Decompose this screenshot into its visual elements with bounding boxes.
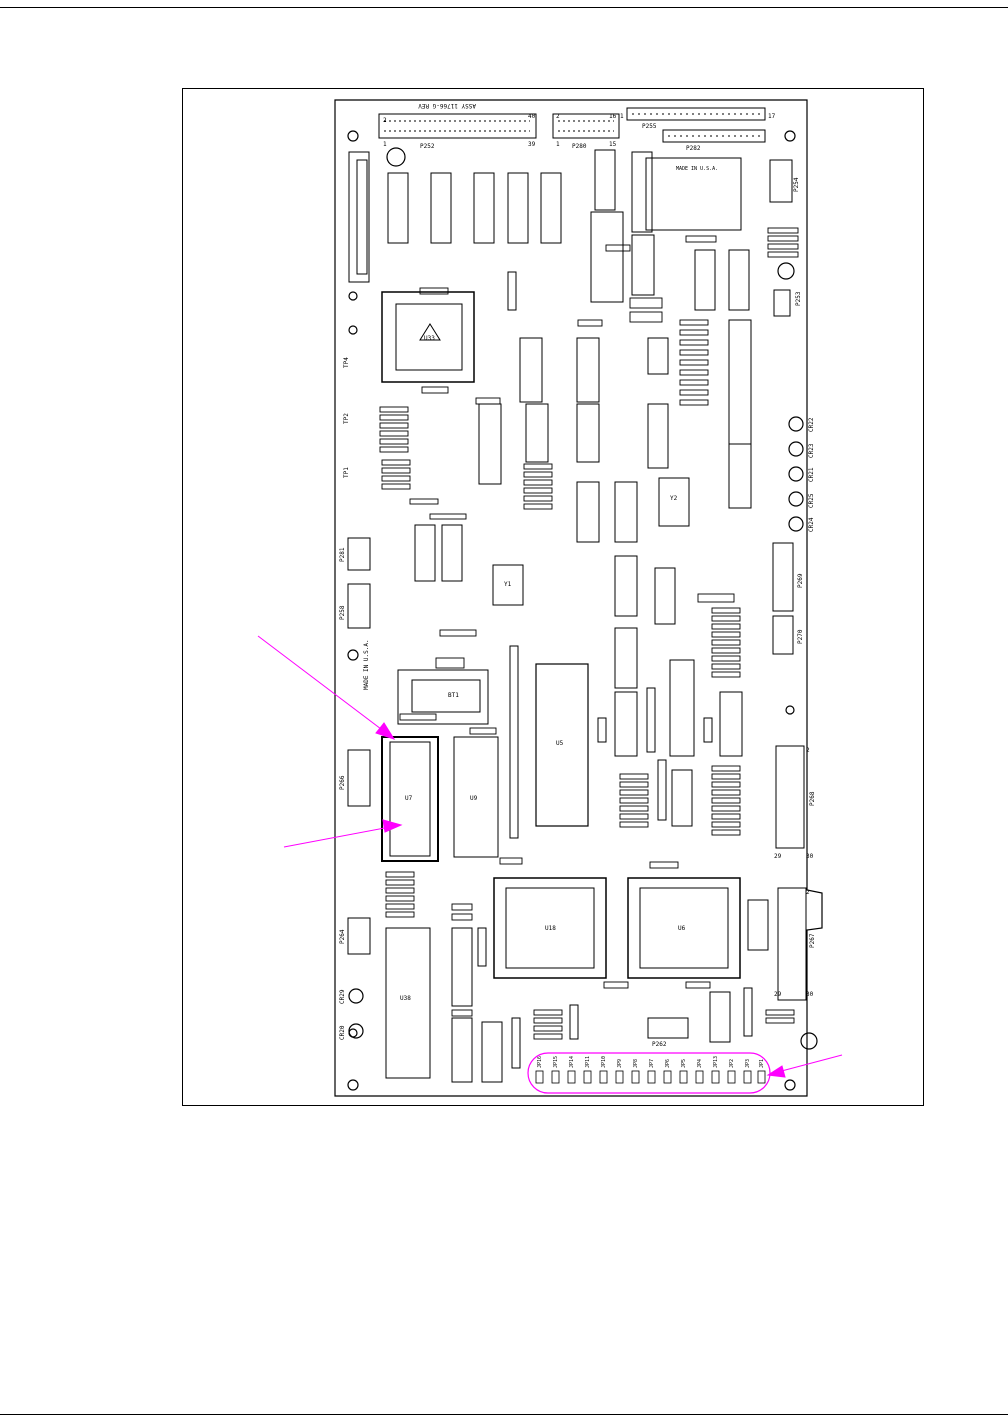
header-pin-rows	[384, 113, 760, 137]
p269-label: P269	[797, 573, 804, 588]
cr23-label: CR23	[808, 443, 815, 458]
p252-pin-40: 40	[528, 113, 536, 120]
p268-pin-2: 2	[806, 747, 810, 754]
p268-label: P268	[809, 791, 816, 806]
u9-label: U9	[470, 795, 478, 802]
cr20-label: CR20	[339, 1025, 346, 1040]
p280-label: P280	[572, 143, 587, 150]
cr24-label: CR24	[808, 517, 815, 532]
jumper-arrow-head	[766, 1065, 786, 1078]
jp3-label: JP3	[745, 1059, 751, 1068]
p267-pin-29: 29	[774, 991, 782, 998]
jp15-label: JP15	[553, 1056, 559, 1068]
dip-chips-bottom	[385, 899, 769, 1083]
u7-top-arrow-head	[375, 722, 396, 740]
jumper-row	[535, 1070, 766, 1084]
dip-chips-middle	[414, 319, 752, 827]
dip-chips-top	[387, 149, 750, 311]
jp5-label: JP5	[681, 1059, 687, 1068]
jp14-label: JP14	[569, 1056, 575, 1068]
jp6-label: JP6	[665, 1059, 671, 1068]
p262-label: P262	[652, 1041, 667, 1048]
p254-label: P254	[793, 177, 800, 192]
tp4-label: TP4	[343, 357, 350, 368]
p266-label: P266	[339, 775, 346, 790]
jp10-label: JP10	[601, 1056, 607, 1068]
p267-label: P267	[809, 933, 816, 948]
crystal-y2-label: Y2	[670, 495, 678, 502]
p255-label: P255	[642, 123, 657, 130]
chip-made-in-label: MADE IN U.S.A.	[676, 166, 718, 172]
u33-label: U33	[424, 335, 435, 342]
p264-label: P264	[339, 929, 346, 944]
p280-pin-1: 1	[556, 141, 560, 148]
p280-pin-2: 2	[556, 113, 560, 120]
p255-pin-17: 17	[768, 113, 776, 120]
vertical-bars	[477, 271, 753, 1069]
left-headers	[347, 537, 689, 1039]
jp11-label: JP11	[585, 1056, 591, 1068]
header-rule	[0, 7, 1008, 8]
tp1-label: TP1	[343, 467, 350, 478]
crystal-y1-label: Y1	[504, 581, 512, 588]
cr22-label: CR22	[808, 417, 815, 432]
p281-label: P281	[339, 547, 346, 562]
p268-pin-30: 30	[806, 853, 814, 860]
p267-pin-2: 2	[806, 889, 810, 896]
p282-label: P282	[686, 145, 701, 152]
jp1-label: JP1	[759, 1059, 765, 1068]
right-headers	[769, 159, 807, 1001]
cr21-label: CR21	[808, 467, 815, 482]
u7-body-arrow-head	[382, 819, 403, 833]
made-in-label: MADE IN U.S.A.	[363, 639, 370, 690]
p270-label: P270	[797, 629, 804, 644]
p253-label: P253	[795, 291, 802, 306]
jumper-highlight-ellipse	[527, 1052, 771, 1094]
jp7-label: JP7	[649, 1059, 655, 1068]
p255-pin-1: 1	[620, 113, 624, 120]
battery-label: BT1	[448, 692, 459, 699]
jp2-label: JP2	[729, 1059, 735, 1068]
u18-label: U18	[545, 925, 556, 932]
jp13-label: JP13	[713, 1056, 719, 1068]
jp4-label: JP4	[697, 1059, 703, 1068]
led-circles	[348, 147, 818, 1050]
u6-label: U6	[678, 925, 686, 932]
jp8-label: JP8	[633, 1059, 639, 1068]
mounting-holes	[347, 130, 796, 1091]
p280-pin-15: 15	[609, 141, 617, 148]
p267-pin-30: 30	[806, 991, 814, 998]
p268-pin-29: 29	[774, 853, 782, 860]
footer-rule	[0, 1414, 1008, 1415]
tp2-label: TP2	[343, 413, 350, 424]
p252-pin-1: 1	[383, 141, 387, 148]
u38-label: U38	[400, 995, 411, 1002]
cr29-label: CR29	[339, 989, 346, 1004]
jp16-label: JP16	[537, 1056, 543, 1068]
p252-label: P252	[420, 143, 435, 150]
passive-components	[379, 227, 799, 1040]
p280-pin-16: 16	[609, 113, 617, 120]
p252-pin-39: 39	[528, 141, 536, 148]
figure-frame	[182, 88, 924, 1106]
u7-label: U7	[405, 795, 413, 802]
callout-layer	[257, 635, 843, 1094]
cr25-label: CR25	[808, 493, 815, 508]
p258-label: P258	[339, 605, 346, 620]
jp9-label: JP9	[617, 1059, 623, 1068]
p252-pin-2: 2	[383, 117, 387, 124]
assembly-label: ASSY 11766-G REV	[418, 102, 476, 109]
u5-label: U5	[556, 740, 564, 747]
board-outline	[334, 99, 823, 1097]
